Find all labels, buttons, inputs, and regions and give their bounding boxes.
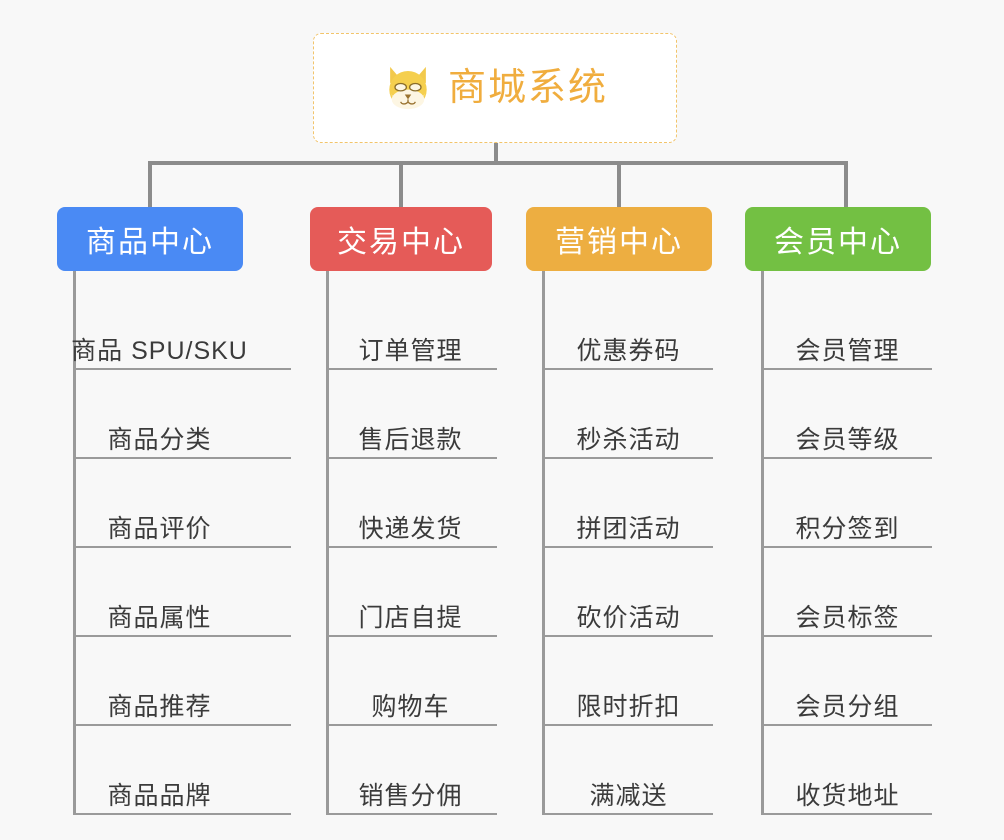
column-header-product-center[interactable]: 商品中心 <box>57 207 243 271</box>
leaf-item[interactable]: 商品分类 <box>76 370 291 459</box>
leaf-item-label: 商品推荐 <box>107 692 212 721</box>
leaf-item-label: 售后退款 <box>358 425 463 454</box>
leaf-item-rule <box>764 546 932 548</box>
column-header-member-center[interactable]: 会员中心 <box>745 207 931 271</box>
connector-drop-2 <box>399 161 403 207</box>
leaf-item-label: 秒杀活动 <box>576 425 681 454</box>
leaf-item[interactable]: 砍价活动 <box>545 548 713 637</box>
column-items-trade-center: 订单管理售后退款快递发货门店自提购物车销售分佣 <box>326 271 497 815</box>
leaf-item-rule <box>329 546 497 548</box>
leaf-item[interactable]: 会员标签 <box>764 548 932 637</box>
leaf-item[interactable]: 购物车 <box>329 637 497 726</box>
leaf-item-rule <box>76 635 291 637</box>
leaf-item-rule <box>764 635 932 637</box>
column-items-marketing-center: 优惠券码秒杀活动拼团活动砍价活动限时折扣满减送 <box>542 271 713 815</box>
leaf-item-rule <box>764 457 932 459</box>
column-header-label: 营销中心 <box>555 226 683 259</box>
leaf-item-rule <box>764 813 932 815</box>
column-header-label: 交易中心 <box>337 226 465 259</box>
leaf-item-label: 门店自提 <box>358 603 463 632</box>
leaf-item-rule <box>76 457 291 459</box>
connector-drop-1 <box>148 161 152 207</box>
connector-bus <box>148 161 848 165</box>
leaf-item[interactable]: 收货地址 <box>764 726 932 815</box>
leaf-item-label: 优惠券码 <box>576 336 681 365</box>
connector-root-stub <box>494 143 498 164</box>
leaf-item-rule <box>329 368 497 370</box>
leaf-item-label: 商品属性 <box>107 603 212 632</box>
leaf-item-rule <box>764 368 932 370</box>
leaf-item[interactable]: 限时折扣 <box>545 637 713 726</box>
leaf-item-rule <box>545 724 713 726</box>
leaf-item[interactable]: 订单管理 <box>329 281 497 370</box>
leaf-item-rule <box>545 546 713 548</box>
column-items-member-center: 会员管理会员等级积分签到会员标签会员分组收货地址 <box>761 271 932 815</box>
leaf-item[interactable]: 满减送 <box>545 726 713 815</box>
leaf-item-label: 拼团活动 <box>576 514 681 543</box>
leaf-item[interactable]: 拼团活动 <box>545 459 713 548</box>
leaf-item-rule <box>76 546 291 548</box>
leaf-item-rule <box>76 368 291 370</box>
column-items-product-center: 商品 SPU/SKU 商品分类商品评价商品属性商品推荐商品品牌 <box>71 271 291 815</box>
leaf-item[interactable]: 商品 SPU/SKU <box>71 281 291 370</box>
leaf-item[interactable]: 销售分佣 <box>329 726 497 815</box>
column-trade-center: 交易中心订单管理售后退款快递发货门店自提购物车销售分佣 <box>310 207 497 815</box>
leaf-item-label: 砍价活动 <box>576 603 681 632</box>
leaf-item[interactable]: 积分签到 <box>764 459 932 548</box>
leaf-item[interactable]: 快递发货 <box>329 459 497 548</box>
leaf-item[interactable]: 秒杀活动 <box>545 370 713 459</box>
leaf-item-label: 销售分佣 <box>358 781 463 810</box>
leaf-item[interactable]: 门店自提 <box>329 548 497 637</box>
leaf-item[interactable]: 优惠券码 <box>545 281 713 370</box>
leaf-item-rule <box>329 724 497 726</box>
leaf-item[interactable]: 商品推荐 <box>76 637 291 726</box>
connector-drop-3 <box>617 161 621 207</box>
leaf-item-rule <box>76 724 291 726</box>
leaf-item-label: 会员管理 <box>795 336 900 365</box>
leaf-item-rule <box>329 457 497 459</box>
leaf-item-label: 商品评价 <box>107 514 212 543</box>
leaf-item-label: 订单管理 <box>358 336 463 365</box>
connector-drop-4 <box>844 161 848 207</box>
leaf-item-label: 购物车 <box>371 692 450 721</box>
leaf-item-rule <box>76 813 291 815</box>
leaf-item-rule <box>545 457 713 459</box>
leaf-item[interactable]: 会员管理 <box>764 281 932 370</box>
shiba-dog-face-icon <box>389 66 427 110</box>
root-title: 商城系统 <box>447 67 608 109</box>
leaf-item-rule <box>545 368 713 370</box>
root-node[interactable]: 商城系统 <box>313 33 677 143</box>
leaf-item-label: 收货地址 <box>795 781 900 810</box>
leaf-item[interactable]: 售后退款 <box>329 370 497 459</box>
leaf-item-rule <box>329 635 497 637</box>
leaf-item-label: 商品品牌 <box>107 781 212 810</box>
column-product-center: 商品中心商品 SPU/SKU 商品分类商品评价商品属性商品推荐商品品牌 <box>57 207 291 815</box>
leaf-item-rule <box>329 813 497 815</box>
column-header-marketing-center[interactable]: 营销中心 <box>526 207 712 271</box>
leaf-item[interactable]: 商品评价 <box>76 459 291 548</box>
column-marketing-center: 营销中心优惠券码秒杀活动拼团活动砍价活动限时折扣满减送 <box>526 207 713 815</box>
leaf-item-label: 积分签到 <box>795 514 900 543</box>
leaf-item[interactable]: 会员分组 <box>764 637 932 726</box>
leaf-item-label: 商品分类 <box>107 425 212 454</box>
leaf-item-label: 满减送 <box>589 781 668 810</box>
leaf-item-label: 商品 SPU/SKU <box>71 336 248 365</box>
leaf-item-rule <box>764 724 932 726</box>
leaf-item-label: 会员等级 <box>795 425 900 454</box>
leaf-item-rule <box>545 813 713 815</box>
leaf-item[interactable]: 会员等级 <box>764 370 932 459</box>
column-member-center: 会员中心会员管理会员等级积分签到会员标签会员分组收货地址 <box>745 207 932 815</box>
leaf-item-label: 限时折扣 <box>576 692 681 721</box>
leaf-item-label: 快递发货 <box>358 514 463 543</box>
leaf-item[interactable]: 商品属性 <box>76 548 291 637</box>
leaf-item-label: 会员标签 <box>795 603 900 632</box>
leaf-item-rule <box>545 635 713 637</box>
leaf-item-label: 会员分组 <box>795 692 900 721</box>
column-header-label: 会员中心 <box>774 226 902 259</box>
column-header-label: 商品中心 <box>86 226 214 259</box>
column-header-trade-center[interactable]: 交易中心 <box>310 207 492 271</box>
leaf-item[interactable]: 商品品牌 <box>76 726 291 815</box>
